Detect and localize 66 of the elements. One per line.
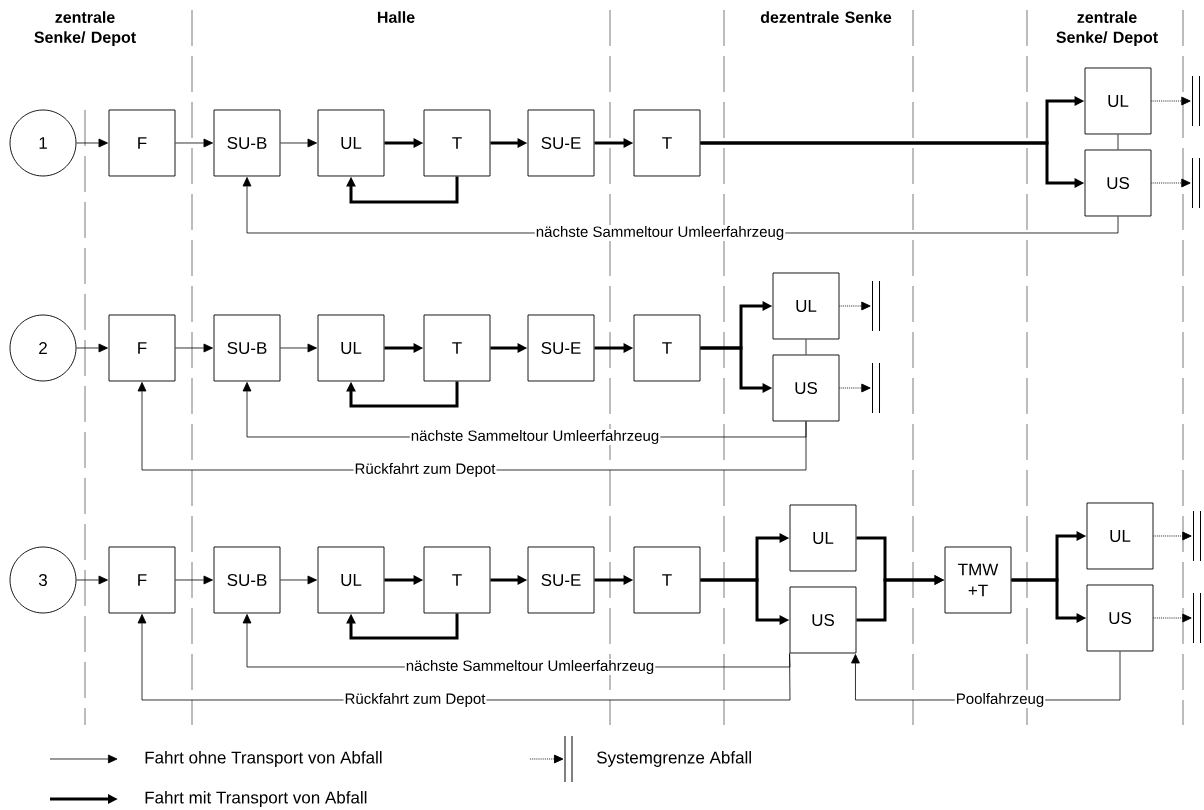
- edge-label: Rückfahrt zum Depot: [343, 692, 487, 708]
- column-heading: Halle: [377, 11, 415, 23]
- arrow: [346, 381, 459, 408]
- system-boundary-symbol: [1192, 157, 1200, 209]
- process-box: UL: [317, 314, 385, 382]
- process-box: US: [789, 586, 857, 654]
- process-box: SU-E: [527, 314, 595, 382]
- column-heading: dezentrale Senke: [760, 11, 892, 23]
- process-box: T: [633, 546, 701, 614]
- edge-label: Poolfahrzeug: [954, 692, 1046, 708]
- connector-line: [1117, 134, 1119, 150]
- arrow: [839, 383, 871, 393]
- arrow: [839, 301, 871, 311]
- process-box: F: [108, 546, 176, 614]
- system-boundary-symbol: [1193, 510, 1201, 562]
- process-box: F: [108, 109, 176, 177]
- edge-label: Rückfahrt zum Depot: [353, 462, 497, 478]
- edge-label: nächste Sammeltour Umleerfahrzeug: [409, 429, 661, 445]
- process-box: UL: [772, 272, 840, 340]
- arrow: [280, 575, 317, 585]
- arrow: [1151, 178, 1191, 188]
- system-boundary-symbol: [872, 362, 880, 414]
- process-box: T: [423, 546, 491, 614]
- process-box: SU-B: [213, 314, 281, 382]
- column-heading: zentrale Senke/ Depot: [34, 11, 136, 47]
- process-box: US: [772, 354, 840, 422]
- process-box: T: [423, 314, 491, 382]
- arrow: [76, 343, 108, 353]
- arrow: [1153, 531, 1192, 541]
- edge-label: nächste Sammeltour Umleerfahrzeug: [534, 225, 786, 241]
- process-box: UL: [789, 504, 857, 572]
- arrow: [175, 575, 213, 585]
- arrow: [1153, 613, 1192, 623]
- process-box: UL: [317, 109, 385, 177]
- arrow: [76, 138, 108, 148]
- arrow: [280, 138, 317, 148]
- arrow: [346, 176, 459, 204]
- process-box: SU-B: [213, 546, 281, 614]
- connector-line: [805, 339, 807, 355]
- arrow: [76, 575, 108, 585]
- arrow: [175, 343, 213, 353]
- process-box: T: [423, 109, 491, 177]
- arrow: [175, 138, 213, 148]
- system-boundary-symbol: [1193, 592, 1201, 644]
- arrow: [346, 613, 459, 640]
- process-box: UL: [1084, 67, 1152, 135]
- process-box: SU-B: [213, 109, 281, 177]
- system-boundary-symbol: [1192, 75, 1200, 127]
- legend-text: Fahrt mit Transport von Abfall: [145, 791, 367, 807]
- arrow: [280, 343, 317, 353]
- process-box: F: [108, 314, 176, 382]
- edge-label: nächste Sammeltour Umleerfahrzeug: [404, 659, 656, 675]
- legend-text: Fahrt ohne Transport von Abfall: [145, 751, 382, 767]
- arrow: [1151, 96, 1191, 106]
- process-box: SU-E: [527, 109, 595, 177]
- process-box: SU-E: [527, 546, 595, 614]
- process-box: UL: [1086, 502, 1154, 570]
- process-box: US: [1084, 149, 1152, 217]
- column-heading: zentrale Senke/ Depot: [1056, 11, 1158, 47]
- process-box: T: [633, 109, 701, 177]
- process-box: T: [633, 314, 701, 382]
- system-boundary-symbol: [872, 280, 880, 332]
- process-box: UL: [317, 546, 385, 614]
- process-box: US: [1086, 584, 1154, 652]
- process-box: TMW +T: [944, 546, 1012, 614]
- legend-text: Systemgrenze Abfall: [597, 751, 751, 767]
